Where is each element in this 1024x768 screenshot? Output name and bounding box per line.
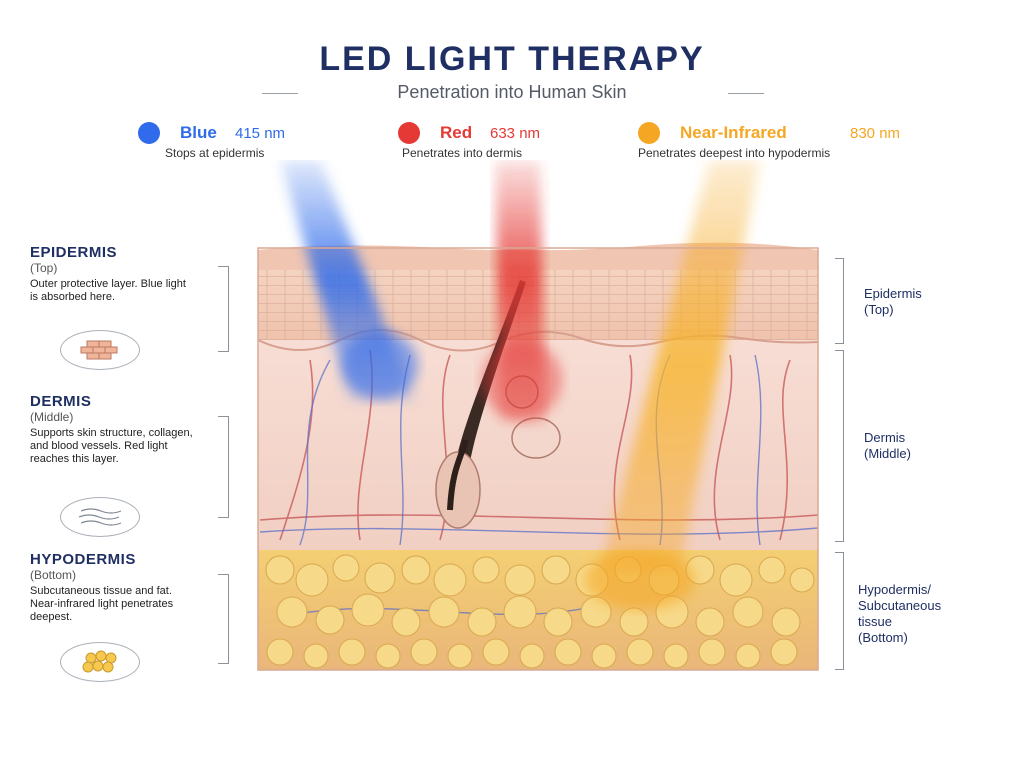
blue-light-absorption [342,331,418,399]
legend-red-name: Red [440,123,473,142]
legend-nir-desc: Penetrates deepest into hypodermis [638,146,831,160]
legend-red-desc: Penetrates into dermis [402,146,523,160]
left-label-hypodermis-desc: Subcutaneous tissue and fat. Near-infrar… [30,585,174,623]
hair-root [447,439,469,511]
right-label-epidermis: Epidermis (Top) [864,286,922,318]
right-bracket-hypodermis [835,552,844,670]
hair-follicle [435,451,481,529]
right-label-hypodermis: Hypodermis/ Subcutaneous tissue (Bottom) [858,582,941,646]
left-label-dermis-heading: DERMIS [30,393,92,410]
nir-light-beam [600,160,760,570]
diagram-subtitle: Penetration into Human Skin [397,82,627,102]
fiber-icon [60,497,140,537]
legend-blue-wavelength: 415 nm [235,125,286,142]
red-dot-icon [398,122,420,144]
subtitle-rule-right [728,93,764,94]
red-light-absorption [482,340,562,420]
left-label-hypodermis-heading: HYPODERMIS [30,551,136,568]
legend-nir-wavelength: 830 nm [850,125,901,142]
left-label-epidermis-heading: EPIDERMIS [30,244,118,261]
right-label-dermis-line2: (Middle) [864,446,911,461]
left-label-hypodermis-sub: (Bottom) [30,568,77,582]
left-label-dermis-sub: (Middle) [30,410,74,424]
subtitle-rule-left [262,93,298,94]
nir-dot-icon [638,122,660,144]
right-label-epidermis-line1: Epidermis [864,286,922,301]
left-bracket-epidermis [218,266,229,352]
legend-nir-name: Near-Infrared [680,123,787,142]
nir-light-absorption [585,550,695,610]
right-label-hypodermis-line3: tissue [858,614,892,629]
skin-cross-section [257,160,819,671]
hair-shaft [451,280,526,512]
left-bracket-dermis [218,416,229,518]
fat-cells-icon [60,642,140,682]
right-label-hypodermis-line1: Hypodermis/ [858,582,931,597]
right-label-hypodermis-line4: (Bottom) [858,630,908,645]
right-label-dermis: Dermis (Middle) [864,430,911,462]
right-bracket-epidermis [835,258,844,344]
legend-blue-name: Blue [180,123,217,142]
diagram-title: LED LIGHT THERAPY [319,40,705,78]
blue-dot-icon [138,122,160,144]
right-label-dermis-line1: Dermis [864,430,906,445]
right-bracket-dermis [835,350,844,542]
right-label-epidermis-line2: (Top) [864,302,894,317]
left-label-dermis-desc: Supports skin structure, collagen, and b… [30,427,193,465]
legend-red-wavelength: 633 nm [490,125,541,142]
sweat-gland [511,417,561,459]
right-label-hypodermis-line2: Subcutaneous [858,598,942,613]
left-label-epidermis-desc: Outer protective layer. Blue light is ab… [30,278,186,303]
legend-blue-desc: Stops at epidermis [165,146,265,160]
left-bracket-hypodermis [218,574,229,664]
block-outline [257,247,819,671]
brick-icon [60,330,140,370]
left-label-epidermis-sub: (Top) [30,261,58,275]
